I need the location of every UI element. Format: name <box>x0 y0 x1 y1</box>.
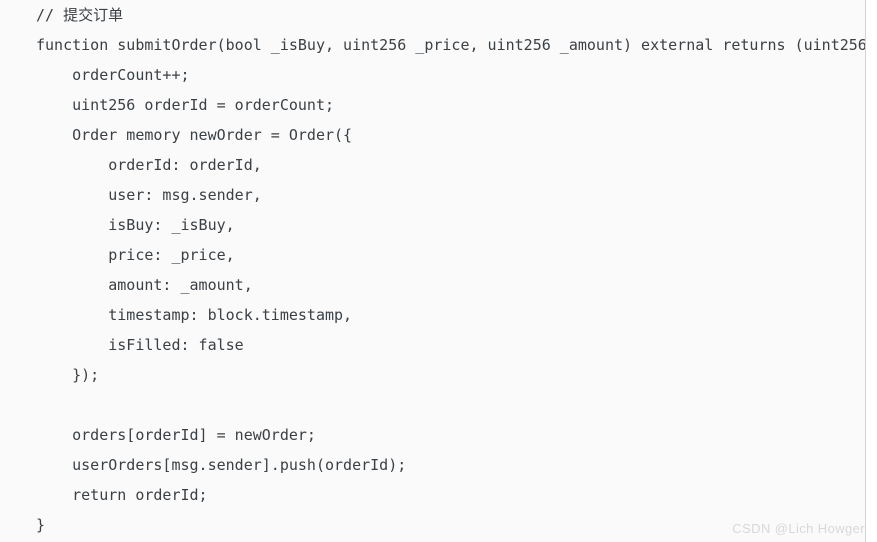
code-line: isBuy: _isBuy, <box>36 216 235 234</box>
code-line: Order memory newOrder = Order({ <box>36 126 353 144</box>
code-line: // 提交订单 <box>36 6 124 24</box>
code-line: function submitOrder(bool _isBuy, uint25… <box>36 36 866 54</box>
code-line: user: msg.sender, <box>36 186 262 204</box>
code-line: return orderId; <box>36 486 208 504</box>
code-line: timestamp: block.timestamp, <box>36 306 353 324</box>
watermark-text: CSDN @Lich Howger <box>732 521 865 536</box>
code-line: }); <box>36 366 100 384</box>
code-line: isFilled: false <box>36 336 244 354</box>
code-line <box>0 390 865 420</box>
code-line: orders[orderId] = newOrder; <box>36 426 316 444</box>
code-line: orderCount++; <box>36 66 190 84</box>
code-line: uint256 orderId = orderCount; <box>36 96 335 114</box>
code-line: } <box>36 516 46 534</box>
code-line: userOrders[msg.sender].push(orderId); <box>36 456 407 474</box>
code-line: price: _price, <box>36 246 235 264</box>
code-line: amount: _amount, <box>36 276 253 294</box>
code-line: orderId: orderId, <box>36 156 262 174</box>
